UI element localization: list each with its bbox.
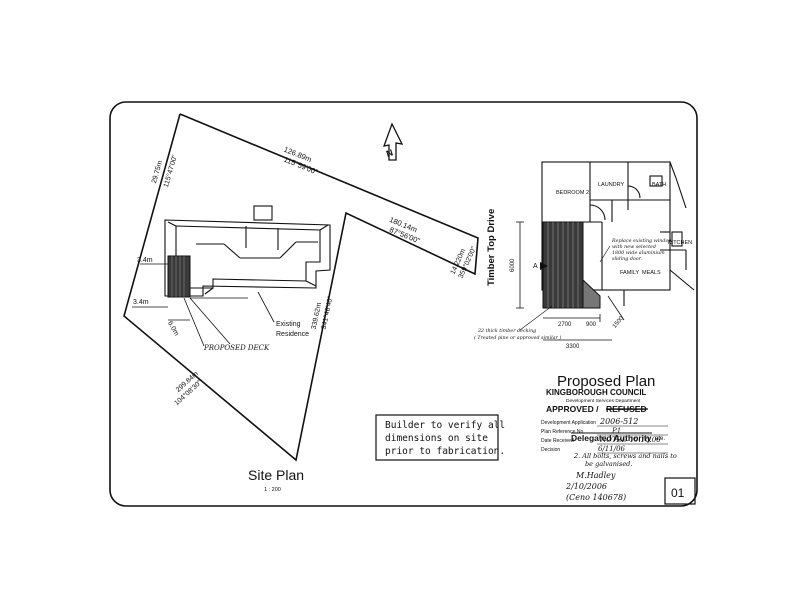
builder-note-box: Builder to verify all dimensions on site…: [375, 414, 505, 461]
decking-note-1: 22 thick timber decking: [477, 328, 536, 334]
room-laundry: LAUNDRY: [598, 182, 625, 188]
stamp-field-label-2: Plan Reference No.: [541, 429, 585, 435]
room-bedroom: BEDROOM 2: [556, 190, 589, 196]
note-line-2: dimensions on site: [385, 433, 488, 444]
stamp-note2-line1: 2. All bolts, screws and nails to: [573, 452, 677, 460]
stamp-note-suffix: ate.: [655, 436, 665, 442]
room-bath: BATH: [652, 182, 666, 188]
leader-existing: [257, 291, 275, 323]
proposed-plan: 6000 2700 900 3300 1500 A BEDROOM 2 LAUN…: [474, 161, 695, 390]
leader-deck: [183, 297, 205, 347]
plan-dim-diag: 1500: [612, 315, 626, 330]
council-stamp: KINGBOROUGH COUNCIL Development Services…: [541, 388, 677, 468]
section-marker: A: [533, 263, 538, 270]
note-line-1: Builder to verify all: [385, 420, 505, 431]
bearing-10: 341°46'40": [320, 295, 335, 330]
stamp-note2-line2: be galvanised.: [585, 460, 632, 468]
label-proposed-deck: PROPOSED DECK: [203, 344, 270, 352]
deck-step: [582, 278, 601, 309]
room-meals: MEALS: [642, 270, 661, 276]
sheet-number: 01: [671, 486, 685, 500]
signature-line-3: (Ceno 140678): [566, 493, 626, 502]
room-family: FAMILY: [620, 270, 639, 276]
plan-dimension-lines: [516, 221, 625, 341]
stamp-field-value-2: P1: [611, 427, 621, 435]
signature-line-2: 2/10/2006: [565, 482, 607, 491]
stamp-field-label-4: Decision: [541, 447, 560, 453]
site-plan-scale: 1 : 200: [264, 487, 281, 493]
stamp-field-label-1: Development Application: [541, 420, 596, 426]
site-plan-title: Site Plan: [248, 467, 304, 483]
stamp-authority-visible: Delegated Authority: [571, 433, 652, 443]
leader-window: [599, 245, 611, 263]
stamp-council: KINGBOROUGH COUNCIL: [546, 388, 647, 397]
proposed-deck-site: [167, 255, 191, 298]
floor-plan-walls: [541, 161, 695, 306]
stamp-field-value-1: 2006-512: [599, 417, 638, 426]
label-existing: Existing: [276, 321, 301, 328]
plan-dim-height: 6000: [510, 258, 516, 272]
window-note-4: sliding door.: [612, 256, 642, 262]
dim-site-2: 3.4m: [133, 299, 149, 306]
sheet-number-box: 01: [664, 477, 696, 505]
stamp-authority-date: 6/11/06: [598, 445, 626, 453]
stamp-sub: Development Services Department: [566, 398, 641, 404]
label-residence: Residence: [276, 331, 309, 338]
dim-site-1: 3.4m: [137, 257, 153, 264]
site-plan: N: [123, 113, 497, 493]
section-arrow-icon: [540, 262, 548, 270]
deck-hatching-plan: [547, 222, 579, 308]
street-name: Timber Top Drive: [486, 209, 497, 286]
window-note-2: with new selected: [612, 244, 656, 250]
plan-dim-total: 3300: [566, 344, 580, 350]
window-note-1: Replace existing window: [611, 238, 672, 244]
stamp-approved: APPROVED /: [546, 404, 599, 414]
plan-dim-step: 900: [586, 322, 597, 328]
stamp-field-value-3: NOTED 10.10.06: [599, 436, 661, 444]
stamp-field-label-3: Date Received: [541, 438, 574, 444]
window-note-3: 1800 wide aluminium: [612, 250, 665, 256]
signature: M.Hadley 2/10/2006 (Ceno 140678): [565, 471, 626, 502]
lot-boundary: [123, 113, 479, 462]
deck-hatching-site: [171, 256, 185, 297]
note-line-3: prior to fabrication.: [385, 446, 505, 457]
svg-text:N: N: [385, 147, 394, 159]
signature-line-1: M.Hadley: [575, 471, 616, 480]
site-dimension-lines: [132, 263, 248, 345]
north-arrow-icon: N: [382, 122, 404, 161]
leader-decking: [519, 305, 553, 331]
room-kitchen: KITCHEN: [668, 240, 692, 246]
dim-site-3: 6.0m: [166, 320, 180, 337]
drawing-border: [109, 101, 698, 507]
decking-note-2: ( Treated pine or approved similar ): [474, 334, 561, 341]
plan-dim-width: 2700: [558, 322, 572, 328]
proposed-plan-title: Proposed Plan: [557, 373, 655, 390]
